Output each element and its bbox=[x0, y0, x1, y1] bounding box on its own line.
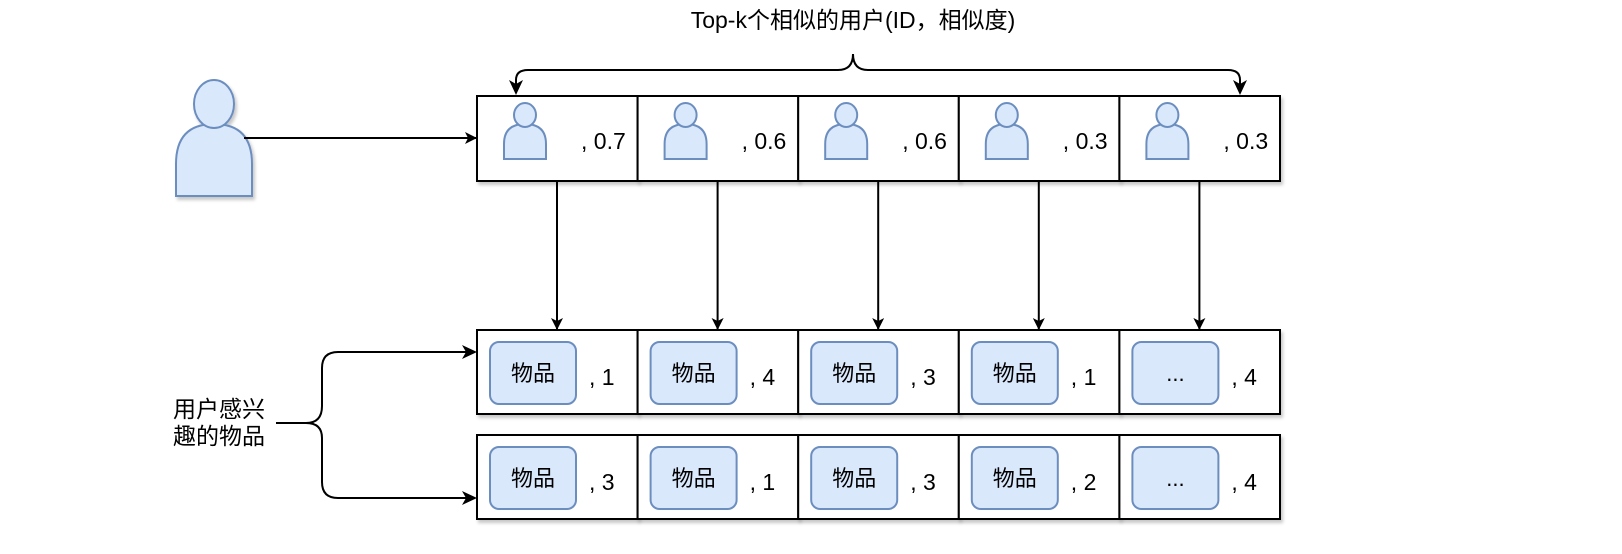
item-rating: , 4 bbox=[750, 364, 776, 390]
item-cell: ... , 4 bbox=[1118, 329, 1282, 415]
item-label: ... bbox=[1166, 466, 1184, 491]
item-cell: 物品 , 3 bbox=[797, 329, 960, 415]
side-label-line2: 趣的物品 bbox=[173, 423, 265, 449]
user-icon bbox=[503, 102, 547, 160]
item-cell: 物品 , 1 bbox=[476, 329, 639, 415]
item-cell: 物品 , 2 bbox=[957, 434, 1121, 520]
similar-user-cell: , 0.7 bbox=[476, 95, 639, 182]
side-brace-bottom-arrowhead bbox=[462, 491, 477, 505]
similar-user-cell: , 0.6 bbox=[797, 95, 960, 182]
item-rows: 物品 , 1 物品 , 4 物品 , 3 物品 , 1... , 4 物品 , 3 物品 , 1 物品 , … bbox=[476, 329, 1282, 520]
item-label: 物品 bbox=[832, 466, 876, 491]
item-rating: , 3 bbox=[910, 364, 936, 390]
item-box bbox=[489, 446, 577, 510]
diagram-title: Top-k个相似的用户(ID，相似度) bbox=[691, 7, 1016, 33]
item-row: 物品 , 3 物品 , 1 物品 , 3 物品 , 2... , 4 bbox=[476, 434, 1282, 520]
item-cell: 物品 , 1 bbox=[957, 329, 1121, 415]
item-rating: , 4 bbox=[1231, 364, 1257, 390]
item-label: 物品 bbox=[832, 361, 876, 386]
item-box bbox=[1131, 446, 1220, 510]
side-brace-top-arrowhead bbox=[462, 345, 477, 359]
item-cell: 物品 , 1 bbox=[636, 434, 800, 520]
top-brace bbox=[515, 53, 1241, 88]
similar-users-row: , 0.7 , 0.6 , 0.6 , 0.3 , 0.3 bbox=[476, 95, 1282, 182]
item-rating: , 4 bbox=[1231, 469, 1257, 495]
similarity-score: , 0.6 bbox=[742, 128, 787, 154]
item-label: 物品 bbox=[511, 466, 555, 491]
side-label-line1: 用户感兴 bbox=[173, 396, 265, 422]
item-label: 物品 bbox=[672, 466, 716, 491]
top-brace-right-arrowhead bbox=[1233, 80, 1247, 95]
item-label: ... bbox=[1166, 361, 1184, 386]
similar-user-cell: , 0.6 bbox=[636, 95, 800, 182]
similar-user-cell: , 0.3 bbox=[957, 95, 1121, 182]
item-rating: , 3 bbox=[910, 469, 936, 495]
item-box bbox=[649, 341, 738, 405]
user-icon bbox=[663, 102, 708, 160]
similar-user-cell: , 0.3 bbox=[1118, 95, 1282, 182]
item-row: 物品 , 1 物品 , 4 物品 , 3 物品 , 1... , 4 bbox=[476, 329, 1282, 415]
item-rating: , 1 bbox=[1071, 364, 1097, 390]
target-user-icon bbox=[175, 79, 253, 197]
side-brace bbox=[276, 351, 466, 499]
item-box bbox=[810, 341, 899, 405]
item-rating: , 1 bbox=[589, 364, 615, 390]
item-label: 物品 bbox=[993, 466, 1037, 491]
item-cell: ... , 4 bbox=[1118, 434, 1282, 520]
item-label: 物品 bbox=[511, 361, 555, 386]
similarity-score: , 0.7 bbox=[581, 128, 626, 154]
item-rating: , 3 bbox=[589, 469, 615, 495]
item-box bbox=[970, 341, 1059, 405]
item-box bbox=[810, 446, 899, 510]
item-box bbox=[649, 446, 738, 510]
similarity-score: , 0.3 bbox=[1063, 128, 1108, 154]
user-icon bbox=[824, 102, 869, 160]
item-box bbox=[1131, 341, 1220, 405]
similarity-score: , 0.6 bbox=[902, 128, 947, 154]
item-box bbox=[970, 446, 1059, 510]
top-brace-left-arrowhead bbox=[509, 80, 523, 95]
user-icon bbox=[984, 102, 1029, 160]
item-label: 物品 bbox=[672, 361, 716, 386]
item-cell: 物品 , 3 bbox=[797, 434, 960, 520]
user-icon bbox=[1145, 102, 1190, 160]
user-to-items-arrows bbox=[551, 181, 1206, 330]
item-cell: 物品 , 4 bbox=[636, 329, 800, 415]
item-box bbox=[489, 341, 577, 405]
item-rating: , 2 bbox=[1071, 469, 1097, 495]
item-label: 物品 bbox=[993, 361, 1037, 386]
item-cell: 物品 , 3 bbox=[476, 434, 639, 520]
similarity-score: , 0.3 bbox=[1223, 128, 1268, 154]
item-rating: , 1 bbox=[750, 469, 776, 495]
